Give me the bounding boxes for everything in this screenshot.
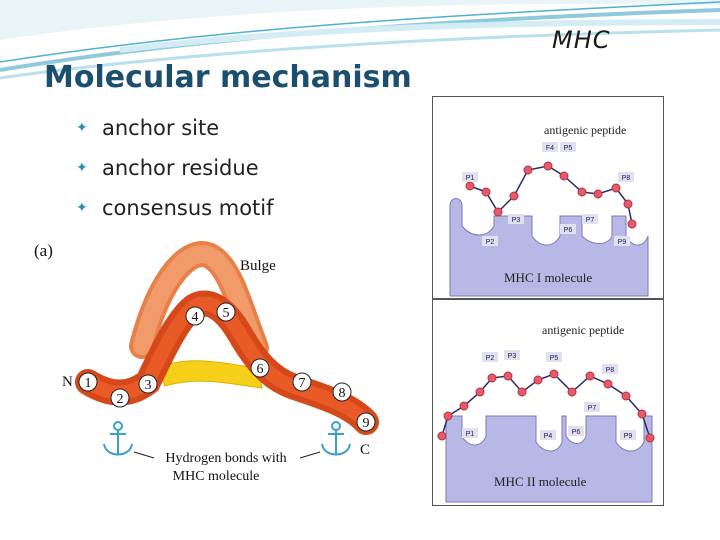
svg-text:F4: F4	[546, 145, 554, 152]
anchor-icon	[103, 421, 133, 456]
svg-text:P1: P1	[466, 175, 475, 182]
svg-text:P6: P6	[572, 429, 581, 436]
hbond-label-line1: Hydrogen bonds with	[165, 451, 286, 466]
svg-text:P9: P9	[618, 239, 627, 246]
mhc-i-molecule-label: MHC I molecule	[504, 270, 592, 285]
svg-text:9: 9	[363, 416, 370, 431]
figure-panel-label: (a)	[34, 241, 53, 260]
svg-text:P5: P5	[564, 145, 573, 152]
mhc-ii-peptide-label: antigenic peptide	[542, 323, 624, 337]
residue-marker: 5	[216, 302, 236, 322]
residue-marker: 9	[356, 412, 376, 432]
residue-marker: 2	[110, 388, 130, 408]
residue-marker: 8	[332, 382, 352, 402]
svg-text:4: 4	[192, 310, 199, 325]
hbond-label-line2: MHC molecule	[173, 469, 260, 484]
bullet-item: ✦ consensus motif	[76, 188, 274, 228]
slide-tag: MHC	[552, 26, 611, 54]
mhc-i-residue-label: P8	[618, 172, 634, 182]
svg-text:P4: P4	[544, 433, 553, 440]
mhc-i-residue-label: F4	[542, 142, 558, 152]
bulge-label: Bulge	[240, 258, 276, 274]
mhc-ii-groove	[445, 415, 653, 503]
mhc-ii-panel: antigenic peptide MHC II molecule P2 P3 …	[437, 323, 655, 503]
c-terminus-label: C	[360, 442, 370, 458]
svg-text:P3: P3	[512, 217, 521, 224]
mhc-i-peptide-label: antigenic peptide	[544, 123, 626, 137]
mhc-i-residue-label: P1	[462, 172, 478, 182]
mhc-ii-molecule-label: MHC II molecule	[494, 474, 587, 489]
bullet-item: ✦ anchor residue	[76, 148, 274, 188]
svg-text:6: 6	[257, 362, 264, 377]
svg-text:8: 8	[339, 386, 346, 401]
svg-text:P1: P1	[466, 431, 475, 438]
mhc-ii-residue-label: P7	[584, 402, 600, 412]
bullet-item: ✦ anchor site	[76, 108, 274, 148]
mhc-ii-residue-label: P6	[568, 426, 584, 436]
anchor-icon	[321, 421, 351, 456]
svg-text:P9: P9	[624, 433, 633, 440]
svg-text:2: 2	[117, 392, 124, 407]
n-terminus-label: N	[62, 374, 73, 390]
bullet-label: anchor site	[102, 116, 220, 140]
residue-marker: 1	[78, 372, 98, 392]
residue-marker: 6	[250, 358, 270, 378]
svg-text:P6: P6	[564, 227, 573, 234]
mhc-i-residue-label: P9	[614, 236, 630, 246]
svg-text:7: 7	[299, 376, 306, 391]
slide-title: Molecular mechanism	[44, 60, 412, 95]
svg-text:P3: P3	[508, 353, 517, 360]
header-swoosh	[0, 0, 720, 80]
svg-text:P2: P2	[486, 239, 495, 246]
bullet-icon: ✦	[76, 200, 88, 216]
svg-text:3: 3	[145, 378, 152, 393]
mhc-ii-residue-label: P3	[504, 350, 520, 360]
mhc-i-residue-label: P5	[560, 142, 576, 152]
mhc-ii-residue-label: P9	[620, 430, 636, 440]
mhc-i-panel: antigenic peptide MHC I molecule F4 P5 P…	[449, 123, 649, 297]
mhc-i-residue-label: P6	[560, 224, 576, 234]
svg-text:P5: P5	[550, 355, 559, 362]
svg-text:P7: P7	[586, 217, 595, 224]
mhc-binding-figure: antigenic peptide MHC I molecule F4 P5 P…	[432, 96, 664, 506]
mhc-ii-residue-label: P1	[462, 428, 478, 438]
svg-text:P8: P8	[606, 367, 615, 374]
bullet-list: ✦ anchor site ✦ anchor residue ✦ consensus …	[76, 108, 274, 228]
residue-marker: 3	[138, 374, 158, 394]
mhc-i-residue-label: P7	[582, 214, 598, 224]
residue-marker: 4	[185, 306, 205, 326]
svg-text:P8: P8	[622, 175, 631, 182]
svg-text:1: 1	[85, 376, 92, 391]
svg-text:P2: P2	[486, 355, 495, 362]
bullet-icon: ✦	[76, 160, 88, 176]
bullet-icon: ✦	[76, 120, 88, 136]
mhc-ii-residue-label: P4	[540, 430, 556, 440]
peptide-bulge-figure: (a) 1 2 3 4 5 6 7 8 9 Bulge N C Hydrogen…	[30, 236, 382, 492]
mhc-ii-residue-label: P8	[602, 364, 618, 374]
mhc-ii-residue-label: P5	[546, 352, 562, 362]
bullet-label: consensus motif	[102, 196, 274, 220]
mhc-ii-residue-label: P2	[482, 352, 498, 362]
residue-marker: 7	[292, 372, 312, 392]
mhc-i-residue-label: P2	[482, 236, 498, 246]
svg-text:5: 5	[223, 306, 230, 321]
bullet-label: anchor residue	[102, 156, 259, 180]
mhc-i-residue-label: P3	[508, 214, 524, 224]
svg-text:P7: P7	[588, 405, 597, 412]
